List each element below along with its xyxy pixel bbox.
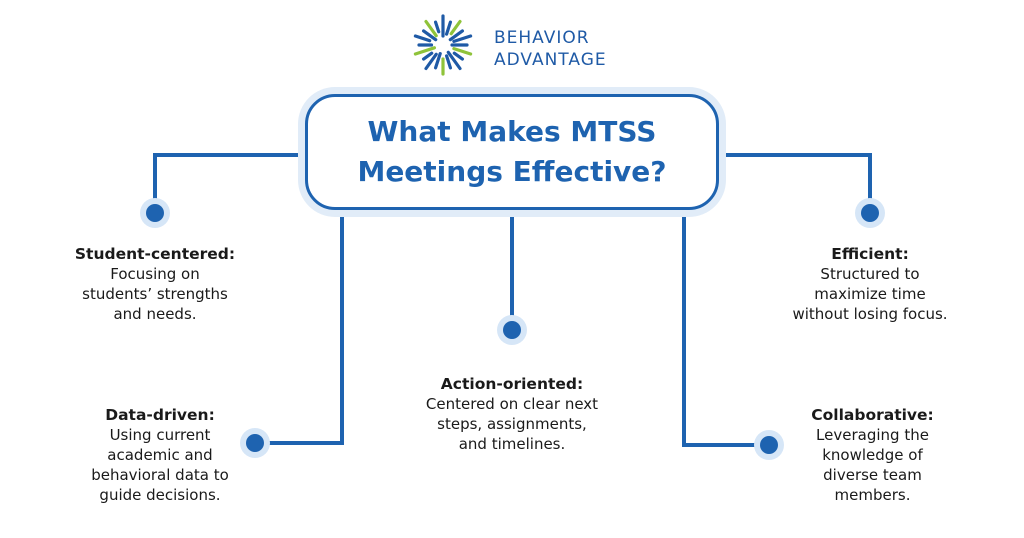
item-body-line: Leveraging the — [816, 426, 929, 444]
item-collaborative: Collaborative: Leveraging the knowledge … — [785, 405, 960, 505]
node-action-oriented — [497, 315, 527, 345]
logo-ray — [452, 34, 473, 43]
item-body-line: Using current — [109, 426, 211, 444]
item-heading: Action-oriented: — [440, 375, 584, 393]
item-body-line: maximize time — [814, 285, 926, 303]
page-title: What Makes MTSS Meetings Effective? — [322, 112, 702, 192]
logo-ray — [424, 52, 438, 71]
logo-ray — [452, 46, 473, 56]
item-student-centered: Student-centered: Focusing on students’ … — [55, 244, 255, 324]
logo-ray — [444, 54, 453, 70]
item-body-line: knowledge of — [822, 446, 923, 464]
title-line-2: Meetings Effective? — [357, 155, 667, 188]
item-heading: Collaborative: — [811, 406, 934, 424]
item-body-line: and needs. — [113, 305, 197, 323]
logo-ray — [413, 46, 436, 56]
brand-logo: BEHAVIOR ADVANTAGE — [412, 14, 612, 76]
logo-ray — [449, 19, 462, 36]
logo-ray — [434, 20, 441, 34]
item-action-oriented: Action-oriented: Centered on clear next … — [397, 374, 627, 454]
item-body-line: steps, assignments, — [437, 415, 587, 433]
logo-ray — [434, 51, 442, 70]
starburst-logo-icon — [413, 14, 473, 76]
title-line-1: What Makes MTSS — [367, 115, 657, 148]
logo-ray — [424, 19, 438, 38]
item-body-line: diverse team — [823, 466, 922, 484]
brand-name-line2: ADVANTAGE — [494, 50, 607, 70]
connector-efficient — [719, 153, 872, 213]
item-body-line: behavioral data to — [91, 466, 229, 484]
item-body-line: without losing focus. — [792, 305, 948, 323]
logo-ray — [448, 29, 465, 42]
connector-data-driven — [255, 210, 344, 445]
logo-ray — [413, 34, 432, 43]
node-collaborative — [754, 430, 784, 460]
logo-ray — [422, 29, 438, 42]
item-body-line: academic and — [107, 446, 213, 464]
item-efficient: Efficient: Structured to maximize time w… — [770, 244, 970, 324]
item-data-driven: Data-driven: Using current academic and … — [60, 405, 260, 505]
node-efficient — [855, 198, 885, 228]
item-body-line: Focusing on — [110, 265, 200, 283]
logo-ray — [422, 51, 434, 61]
item-heading: Data-driven: — [105, 406, 215, 424]
item-body-line: guide decisions. — [99, 486, 221, 504]
item-body-line: students’ strengths — [82, 285, 228, 303]
connector-student-centered — [153, 153, 305, 213]
item-heading: Efficient: — [831, 245, 909, 263]
item-body-line: members. — [834, 486, 911, 504]
item-heading: Student-centered: — [74, 245, 236, 263]
node-data-driven — [240, 428, 270, 458]
brand-name: BEHAVIOR ADVANTAGE — [494, 27, 607, 71]
title-box: What Makes MTSS Meetings Effective? — [305, 94, 719, 210]
connector-collaborative — [682, 210, 769, 447]
logo-ray — [446, 50, 462, 71]
logo-ray — [452, 51, 465, 61]
logo-ray — [444, 20, 453, 36]
item-body-line: Structured to — [820, 265, 920, 283]
item-body-line: and timelines. — [458, 435, 566, 453]
brand-name-line1: BEHAVIOR — [494, 28, 590, 48]
item-body-line: Centered on clear next — [425, 395, 599, 413]
node-student-centered — [140, 198, 170, 228]
